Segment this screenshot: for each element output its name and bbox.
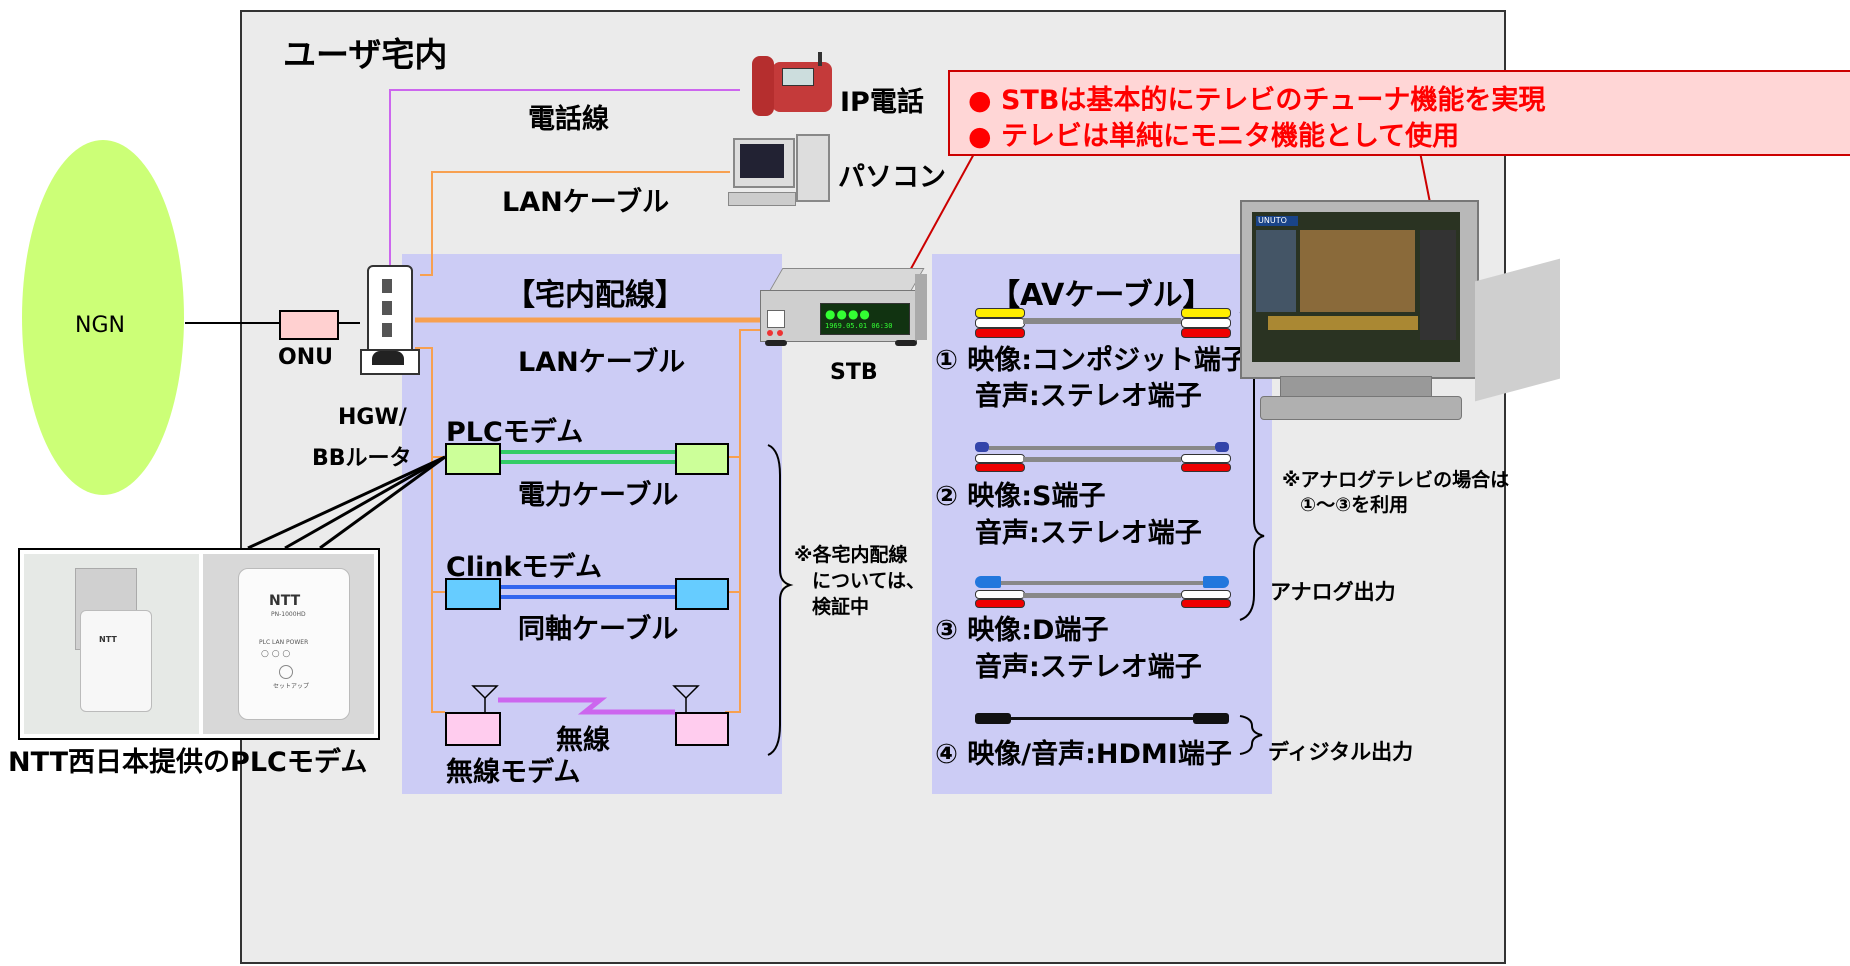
plc-modem-right	[675, 443, 729, 475]
callout-line2: ● テレビは単純にモニタ機能として使用	[968, 114, 1459, 153]
callout-line1: ● STBは基本的にテレビのチューナ機能を実現	[968, 78, 1545, 117]
callout-text-2: テレビは単純にモニタ機能として使用	[1000, 121, 1460, 152]
home-wiring-title: 【宅内配線】	[505, 278, 685, 313]
photo1-brand: NTT	[99, 635, 117, 644]
wireless-modem-right	[675, 712, 729, 746]
clink-modem-right	[675, 578, 729, 610]
wiring-note-3: 検証中	[812, 596, 870, 618]
plc-modem-left	[445, 443, 501, 475]
ip-phone-icon	[752, 52, 834, 122]
ip-phone-label: IP電話	[840, 87, 924, 118]
tv-brand: UNUTO	[1256, 216, 1298, 226]
ngn-label: NGN	[75, 313, 125, 338]
analog-tv-note-1: ※アナログテレビの場合は	[1282, 469, 1510, 491]
pc-icon	[728, 130, 836, 215]
phone-line-label: 電話線	[528, 104, 609, 135]
home-lan-label: LANケーブル	[518, 347, 686, 378]
photo2-setup: セットアップ	[273, 683, 310, 690]
stb-label: STB	[830, 360, 878, 385]
analog-output-label: アナログ出力	[1270, 580, 1396, 604]
stb-callout	[948, 70, 1850, 156]
digital-output-label: ディジタル出力	[1268, 740, 1414, 764]
av-item-2-audio: 音声:ステレオ端子	[975, 518, 1202, 549]
wireless-modem-left	[445, 712, 501, 746]
photo2-brand: NTT	[269, 593, 301, 609]
photo2-model: PN-1000HD	[271, 611, 306, 618]
av-item-4-video: ④ 映像/音声:HDMI端子	[935, 739, 1232, 770]
clink-modem-left	[445, 578, 501, 610]
wiring-note-1: ※各宅内配線	[794, 544, 908, 566]
pc-lan-label: LANケーブル	[502, 187, 670, 218]
av-item-2-video: ② 映像:S端子	[935, 481, 1106, 512]
composite-cable-icon	[975, 306, 1231, 338]
wireless-modem-label: 無線モデム	[446, 757, 581, 788]
hgw-label-line2: BBルータ	[312, 446, 412, 471]
stb-display: ●●●● 1969.05.01 06:30	[820, 303, 910, 335]
pc-label: パソコン	[838, 162, 946, 193]
av-item-1-audio: 音声:ステレオ端子	[975, 381, 1202, 412]
av-item-1-video: ① 映像:コンポジット端子	[935, 345, 1249, 376]
power-cable-label: 電力ケーブル	[518, 480, 679, 511]
coax-cable-label: 同軸ケーブル	[518, 614, 679, 645]
plc-modem-photo: NTT NTT PN-1000HD PLC LAN POWER ○ ○ ○ セッ…	[18, 548, 380, 740]
tv-monitor: UNUTO	[1240, 200, 1560, 440]
callout-bullet: ●	[968, 121, 992, 152]
callout-text-1: STBは基本的にテレビのチューナ機能を実現	[1000, 85, 1546, 116]
wiring-note-2: については、	[812, 570, 926, 592]
ngn-cloud	[22, 140, 184, 495]
stb-device: ●●●● 1969.05.01 06:30	[755, 268, 930, 353]
stb-display-time: 06:30	[871, 322, 893, 330]
onu-label: ONU	[278, 345, 333, 370]
clink-modem-label: Clinkモデム	[446, 552, 602, 583]
d-terminal-cable-icon	[975, 574, 1231, 608]
onu-box	[279, 310, 339, 340]
hgw-label-line1: HGW/	[338, 405, 407, 430]
user-premises-title: ユーザ宅内	[283, 35, 448, 74]
photo2-led-labels: PLC LAN POWER	[259, 639, 309, 646]
hgw-router	[360, 265, 420, 375]
stb-display-date: 1969.05.01	[825, 322, 868, 330]
s-video-cable-icon	[975, 440, 1231, 472]
hdmi-cable-icon	[975, 710, 1230, 728]
av-cables-title: 【AVケーブル】	[990, 278, 1213, 313]
av-item-3-audio: 音声:ステレオ端子	[975, 652, 1202, 683]
av-item-3-video: ③ 映像:D端子	[935, 615, 1109, 646]
wireless-label: 無線	[556, 725, 610, 756]
callout-bullet: ●	[968, 85, 992, 116]
av-cable-area	[932, 254, 1272, 794]
analog-tv-note-2: ①～③を利用	[1300, 494, 1409, 516]
plc-photo-caption: NTT西日本提供のPLCモデム	[8, 747, 368, 778]
plc-modem-label: PLCモデム	[446, 417, 584, 448]
